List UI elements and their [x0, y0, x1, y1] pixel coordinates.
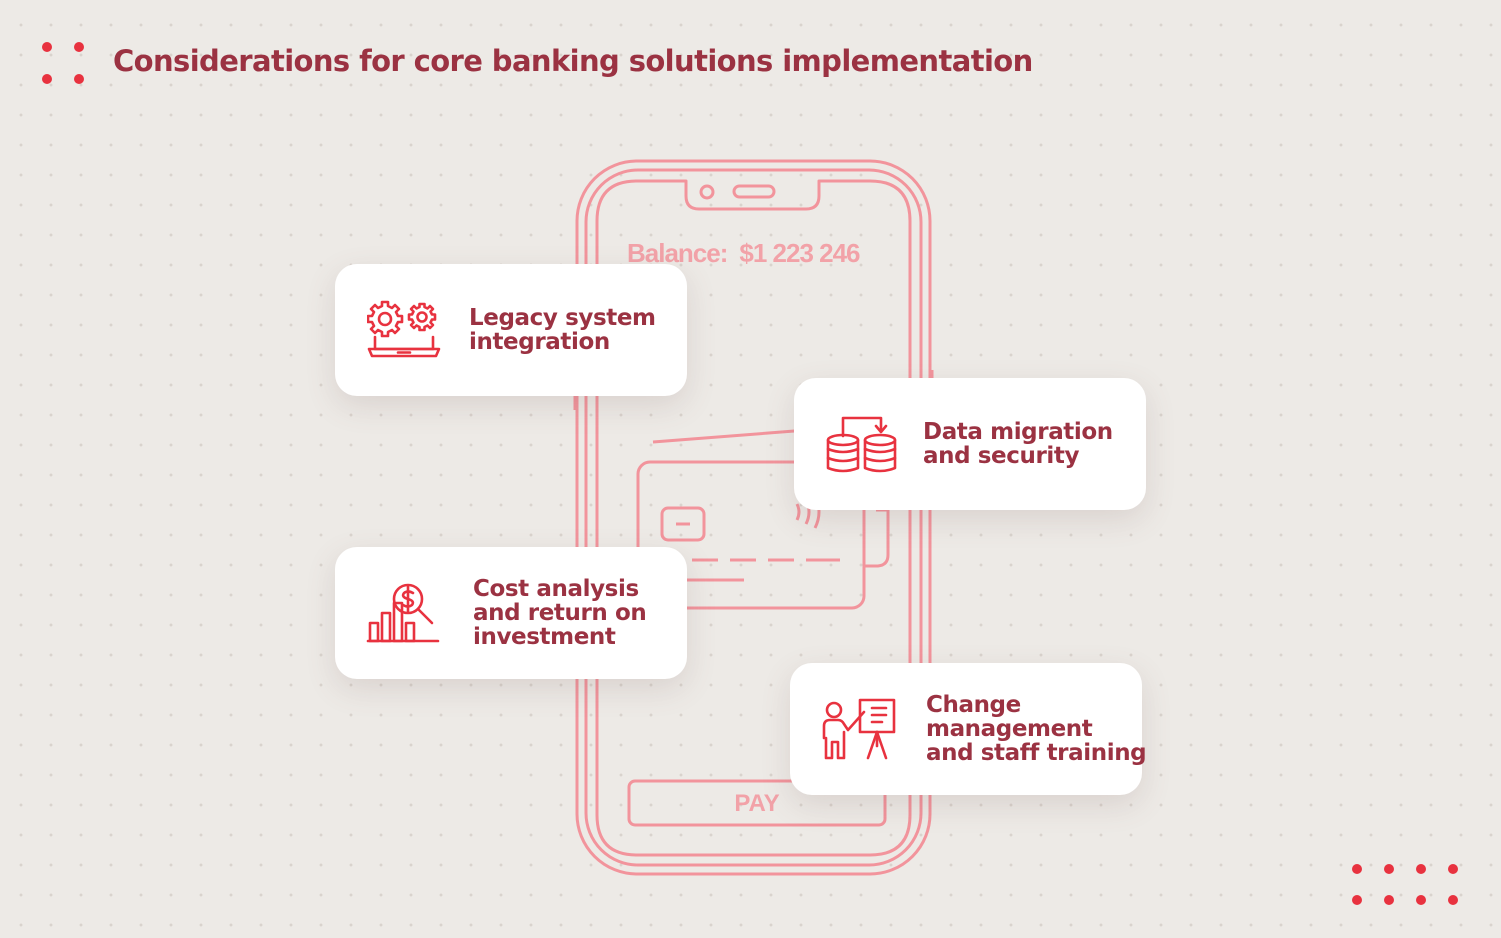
decorative-dot — [42, 74, 52, 84]
gears-laptop-icon — [365, 297, 443, 363]
decorative-dot — [74, 42, 84, 52]
consideration-card-legacy-integration: Legacy system integration — [335, 264, 687, 396]
database-transfer-icon — [822, 411, 900, 477]
cost-analysis-chart-icon — [365, 580, 443, 646]
card-chip — [660, 506, 706, 542]
decorative-dot — [1416, 864, 1426, 874]
balance-display: Balance: $1 223 246 — [627, 238, 861, 269]
label-line: Change — [926, 692, 1021, 718]
consideration-card-change-management: Change management and staff training — [790, 663, 1147, 795]
decorative-dot — [1416, 895, 1426, 905]
consideration-label: Change management and staff training — [926, 692, 1147, 766]
consideration-label: Cost analysis and return on investment — [473, 576, 647, 650]
label-line: and staff training — [926, 740, 1147, 766]
consideration-card-data-migration: Data migration and security — [794, 378, 1146, 510]
decorative-dot — [1352, 895, 1362, 905]
phone-inner-frame — [584, 168, 923, 867]
label-line: Cost analysis — [473, 576, 639, 602]
decorative-dot — [42, 42, 52, 52]
consideration-label: Data migration and security — [923, 420, 1113, 468]
consideration-card-cost-analysis: Cost analysis and return on investment — [335, 547, 687, 679]
decorative-dot — [1384, 895, 1394, 905]
phone-outer-frame — [575, 159, 932, 876]
label-line: Data migration — [923, 419, 1113, 445]
label-line: integration — [469, 329, 610, 355]
speaker-grille — [732, 184, 776, 199]
pay-button-outline — [627, 779, 887, 827]
label-line: and security — [923, 443, 1080, 469]
decorative-dot — [1448, 864, 1458, 874]
balance-amount: $1 223 246 — [739, 238, 860, 268]
credit-card-front — [636, 460, 866, 610]
decorative-dot — [74, 74, 84, 84]
pay-button: PAY — [734, 790, 780, 817]
front-camera — [699, 184, 715, 200]
label-line: investment — [473, 624, 616, 650]
balance-label: Balance: — [627, 238, 728, 268]
label-line: management — [926, 716, 1093, 742]
presentation-training-icon — [820, 696, 898, 762]
credit-card-back — [864, 508, 890, 568]
decorative-dot — [1384, 864, 1394, 874]
label-line: Legacy system — [469, 305, 656, 331]
label-line: and return on — [473, 600, 647, 626]
decorative-dot — [1352, 864, 1362, 874]
decorative-dot — [1448, 895, 1458, 905]
page-title: Considerations for core banking solution… — [113, 44, 1033, 78]
consideration-label: Legacy system integration — [469, 306, 656, 354]
